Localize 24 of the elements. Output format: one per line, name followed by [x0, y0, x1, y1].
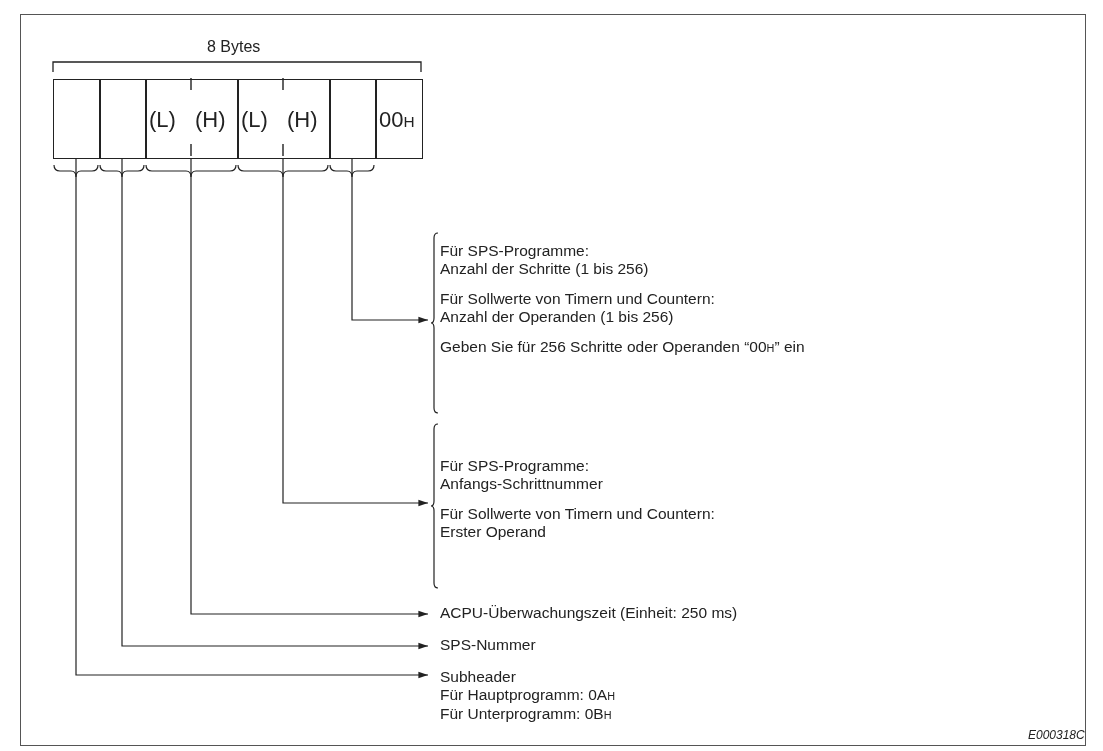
description-text: ACPU-Überwachungszeit (Einheit: 250 ms): [440, 604, 739, 622]
byte-label: (H): [287, 107, 318, 133]
leader-arrow: [351, 158, 429, 324]
empty-byte-field: [53, 79, 101, 159]
description-text: Subheader: [440, 668, 517, 686]
description-text: Für SPS-Programme: Anfangs-Schrittnummer: [440, 457, 604, 493]
empty-byte-field: [99, 79, 147, 159]
leader-arrow: [121, 158, 429, 650]
description-text: Für Sollwerte von Timern und Countern: Anzahl der Operanden (1 bis 256): [440, 290, 716, 326]
byte-label: (L): [241, 107, 268, 133]
byte-label: (H): [195, 107, 226, 133]
byte-field: [237, 79, 331, 159]
dimension-label: 8 Bytes: [207, 38, 261, 56]
byte-field: [375, 79, 423, 159]
figure-id: E000318C: [1028, 728, 1085, 742]
description-text: Für SPS-Programme: Anzahl der Schritte (1 bis 256): [440, 242, 650, 278]
leader-arrow: [75, 158, 429, 679]
byte-field: [145, 79, 239, 159]
description-text: SPS-Nummer: [440, 636, 537, 654]
leader-arrow: [282, 158, 429, 507]
byte-label: (L): [149, 107, 176, 133]
empty-byte-field: [329, 79, 377, 159]
leader-arrow: [190, 158, 429, 618]
description-text: Für Sollwerte von Timern und Countern: Erster Operand: [440, 505, 716, 541]
